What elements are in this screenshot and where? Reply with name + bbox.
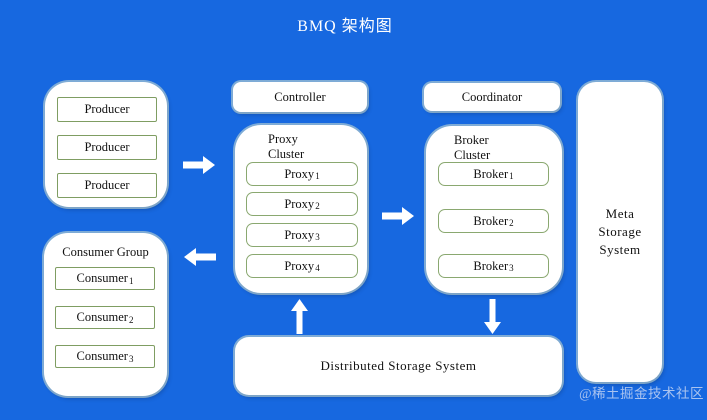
proxy-index: 2 bbox=[315, 201, 320, 211]
consumer-label: Consumer bbox=[76, 271, 128, 285]
arrow-producers-to-proxy-icon bbox=[183, 156, 215, 174]
consumer-index: 3 bbox=[128, 353, 134, 364]
producer-node: Producer bbox=[57, 97, 157, 122]
coordinator-box: Coordinator bbox=[424, 83, 560, 111]
meta-storage-line3: System bbox=[599, 242, 641, 257]
arrow-proxy-to-consumers-icon bbox=[184, 248, 216, 266]
coordinator-label: Coordinator bbox=[461, 89, 523, 104]
broker-label: Broker bbox=[473, 213, 509, 228]
meta-storage-line1: Meta bbox=[605, 206, 635, 221]
producer-label: Producer bbox=[84, 178, 130, 192]
proxy-label: Proxy bbox=[284, 258, 315, 273]
controller-box: Controller bbox=[233, 82, 367, 112]
watermark-text: @稀土掘金技术社区 bbox=[579, 386, 704, 401]
producer-group-panel: Producer Producer Producer bbox=[45, 82, 167, 207]
producer-node: Producer bbox=[57, 135, 157, 160]
broker-index: 2 bbox=[509, 218, 514, 228]
diagram-title: BMQ 架构图 bbox=[297, 18, 393, 35]
arrow-proxy-to-broker-icon bbox=[382, 207, 414, 225]
broker-index: 3 bbox=[509, 263, 514, 273]
broker-label: Broker bbox=[473, 258, 509, 273]
broker-index: 1 bbox=[509, 171, 514, 181]
arrow-storage-to-proxy-icon bbox=[291, 299, 308, 334]
proxy-index: 1 bbox=[315, 171, 320, 181]
broker-label: Broker bbox=[473, 166, 509, 181]
distributed-storage-panel: Distributed Storage System bbox=[235, 337, 562, 395]
meta-storage-line2: Storage bbox=[598, 224, 642, 239]
producer-label: Producer bbox=[84, 102, 130, 116]
consumer-index: 2 bbox=[128, 314, 134, 325]
distributed-storage-label: Distributed Storage System bbox=[320, 358, 477, 373]
arrow-broker-to-storage-icon bbox=[484, 299, 501, 334]
proxy-index: 4 bbox=[315, 263, 320, 273]
proxy-label: Proxy bbox=[284, 166, 315, 181]
proxy-cluster-title-line2: Cluster bbox=[268, 147, 305, 161]
consumer-index: 1 bbox=[128, 275, 134, 286]
broker-cluster-title-line1: Broker bbox=[454, 133, 489, 147]
consumer-label: Consumer bbox=[76, 310, 128, 324]
broker-cluster-title-line2: Cluster bbox=[454, 148, 491, 162]
consumer-group-title: Consumer Group bbox=[62, 245, 149, 259]
producer-node: Producer bbox=[57, 173, 157, 198]
proxy-cluster-title-line1: Proxy bbox=[268, 132, 298, 146]
proxy-label: Proxy bbox=[284, 227, 315, 242]
consumer-label: Consumer bbox=[76, 349, 128, 363]
producer-label: Producer bbox=[84, 140, 130, 154]
controller-label: Controller bbox=[274, 89, 326, 104]
proxy-label: Proxy bbox=[284, 196, 315, 211]
proxy-index: 3 bbox=[315, 232, 320, 242]
